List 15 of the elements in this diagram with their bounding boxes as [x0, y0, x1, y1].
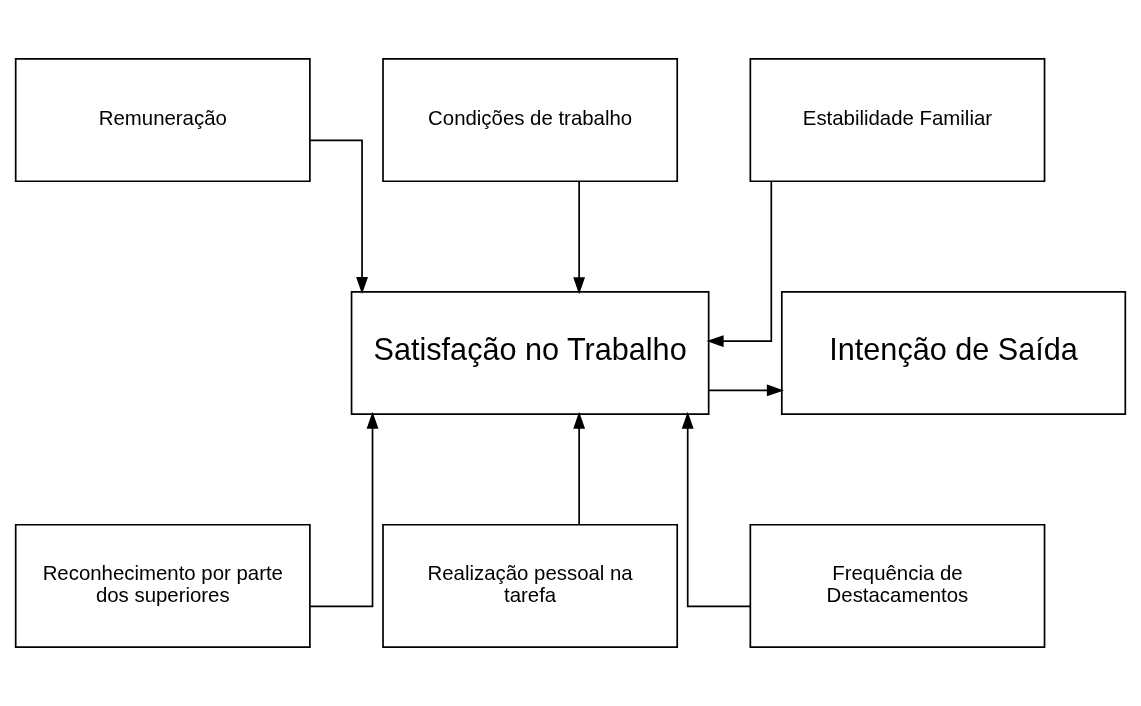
arrow: [573, 411, 586, 525]
arrow: [706, 180, 773, 348]
node-box: Reconhecimento por parte dos superiores: [14, 523, 311, 649]
node-box: Frequência de Destacamentos: [749, 523, 1046, 649]
arrow: [309, 411, 379, 608]
arrow: [708, 384, 784, 397]
node-box: Estabilidade Familiar: [749, 57, 1046, 183]
arrow: [573, 181, 586, 295]
arrow: [681, 411, 751, 608]
node-box: Condições de trabalho: [382, 57, 679, 183]
node-box: Realização pessoal na tarefa: [382, 523, 679, 649]
arrow: [309, 139, 368, 295]
node-box: Satisfação no Trabalho: [350, 290, 710, 416]
node-box: Remuneração: [14, 57, 311, 183]
node-box: Intenção de Saída: [780, 290, 1127, 416]
